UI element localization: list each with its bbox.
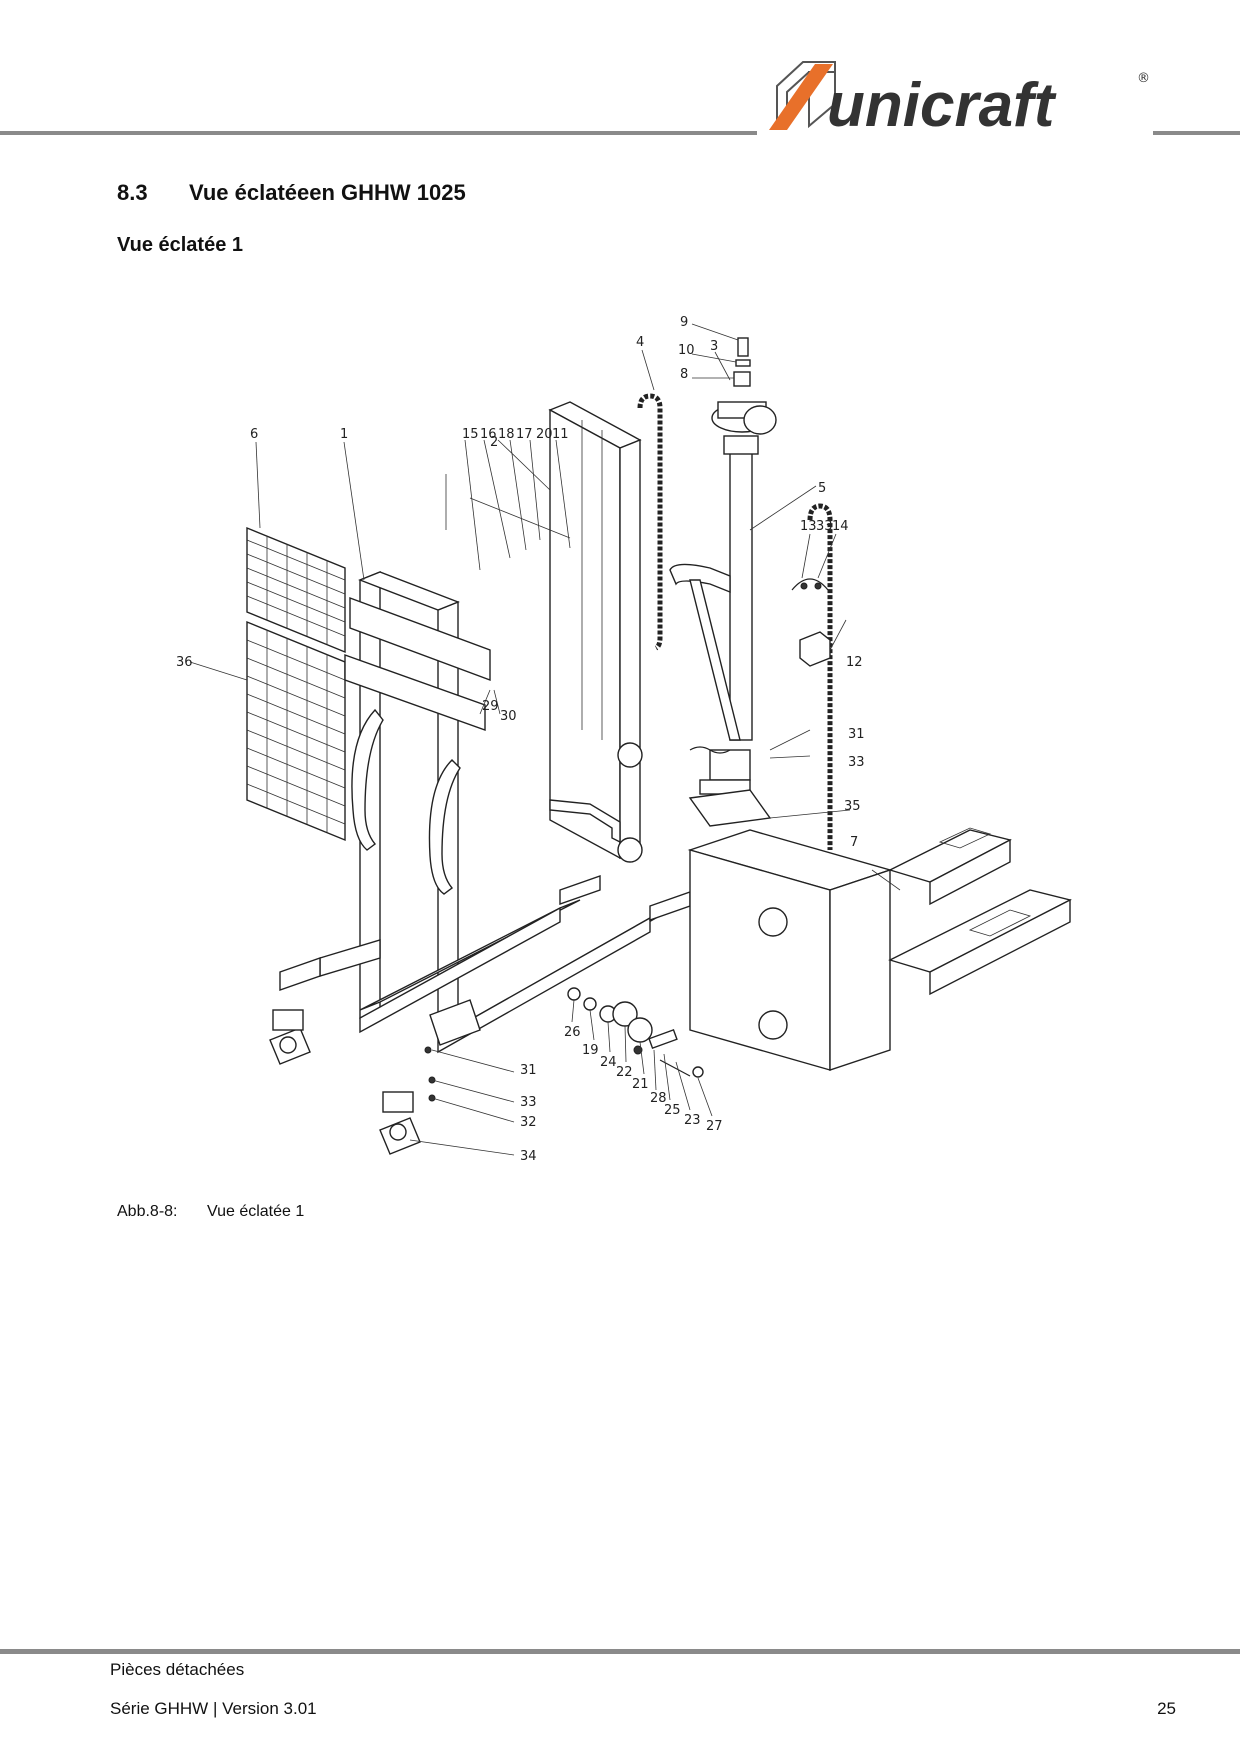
svg-text:5: 5 [818,481,826,496]
small-parts-right [688,578,831,827]
header-rule-right [1153,131,1240,135]
svg-text:21: 21 [632,1077,649,1092]
svg-text:36: 36 [176,655,193,670]
svg-text:4: 4 [636,335,644,350]
steering-wheel-left [269,1009,311,1065]
svg-text:15: 15 [462,427,479,442]
svg-text:33: 33 [816,519,833,534]
svg-text:16: 16 [480,427,497,442]
figure-caption-text: Vue éclatée 1 [207,1203,305,1220]
footer-series-version: Série GHHW | Version 3.01 [110,1699,317,1718]
section-title: Vue éclatéeen GHHW 1025 [189,180,466,205]
svg-text:31: 31 [848,727,865,742]
svg-text:23: 23 [684,1113,701,1128]
svg-text:7: 7 [850,835,858,850]
svg-text:26: 26 [564,1025,581,1040]
exploded-view-diagram: 6 1 36 15 16 18 17 20 11 2 4 9 10 8 3 5 … [170,310,1100,1190]
svg-text:24: 24 [600,1055,617,1070]
svg-text:8: 8 [680,367,688,382]
grid-panel-6 [246,526,346,654]
svg-text:14: 14 [832,519,849,534]
svg-text:3: 3 [710,339,718,354]
svg-text:20: 20 [536,427,553,442]
svg-text:17: 17 [516,427,533,442]
svg-text:®: ® [1137,71,1150,86]
svg-text:32: 32 [520,1115,537,1130]
svg-text:22: 22 [616,1065,633,1080]
footer-rule [0,1649,1240,1654]
inner-mast-2 [548,401,643,863]
svg-text:11: 11 [552,427,569,442]
callout-leaders [189,323,901,1156]
svg-text:31: 31 [520,1063,537,1078]
page-number: 25 [1157,1699,1176,1718]
svg-text:34: 34 [520,1149,537,1164]
hydraulic-cylinder-5 [669,435,759,795]
figure-caption: Abb.8-8: Vue éclatée 1 [117,1203,304,1221]
svg-text:30: 30 [500,709,517,724]
header-rule-left [0,131,757,135]
unicraft-logo: unicraft ® [765,56,1150,134]
grid-panel-36 [246,620,346,842]
svg-text:12: 12 [846,655,863,670]
svg-text:29: 29 [482,699,499,714]
footer-section: Pièces détachées [110,1660,245,1679]
svg-text:1: 1 [340,427,348,442]
svg-text:33: 33 [520,1095,537,1110]
svg-text:unicraft: unicraft [827,71,1057,134]
section-heading: 8.3 Vue éclatéeen GHHW 1025 [117,180,466,206]
svg-text:2: 2 [490,435,498,450]
svg-text:10: 10 [678,343,695,358]
svg-text:27: 27 [706,1119,723,1134]
callout-labels: 6 1 36 15 16 18 17 20 11 2 4 9 10 8 3 5 … [176,315,865,1164]
svg-text:35: 35 [844,799,861,814]
svg-text:33: 33 [848,755,865,770]
svg-text:6: 6 [250,427,258,442]
roller-assembly [567,987,704,1078]
mast-frame-1 [279,570,691,1054]
svg-text:13: 13 [800,519,817,534]
svg-text:25: 25 [664,1103,681,1118]
chain-4 [637,393,663,651]
svg-text:18: 18 [498,427,515,442]
svg-text:19: 19 [582,1043,599,1058]
fork-frame-7 [687,827,1072,1071]
pulley-3 [711,337,777,435]
figure-number: Abb.8-8: [117,1203,178,1220]
section-number: 8.3 [117,180,148,205]
figure-subtitle: Vue éclatée 1 [117,234,244,256]
svg-text:9: 9 [680,315,688,330]
steering-wheel-34 [379,1046,436,1155]
chain-right [807,503,833,850]
svg-text:28: 28 [650,1091,667,1106]
